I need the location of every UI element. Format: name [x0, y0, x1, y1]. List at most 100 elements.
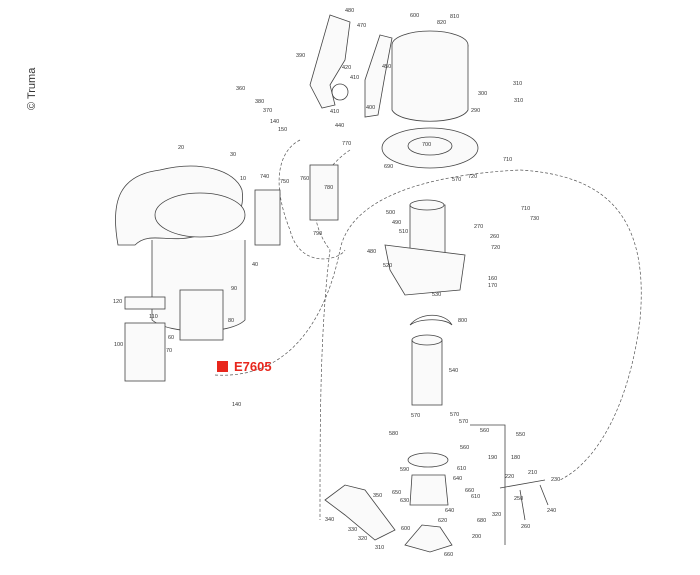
tube-540 [411, 339, 443, 406]
part-label: 350 [373, 493, 382, 499]
part-label: 170 [488, 283, 497, 289]
fan-wheel [331, 83, 349, 101]
part-label: 310 [375, 545, 384, 551]
part-label: 560 [480, 428, 489, 434]
burner-body [409, 474, 449, 506]
part-label: 20 [178, 145, 184, 151]
part-label: 540 [449, 368, 458, 374]
part-label: 410 [330, 109, 339, 115]
part-label: 420 [342, 65, 351, 71]
bracket-550 [470, 424, 506, 545]
part-label: 90 [231, 286, 237, 292]
part-label: 80 [228, 318, 234, 324]
part-label: 110 [149, 314, 158, 320]
burner-ring [407, 452, 449, 468]
cable-harness [499, 479, 549, 521]
part-label: 150 [278, 127, 287, 133]
exchanger-body [391, 45, 469, 122]
part-label: 500 [386, 210, 395, 216]
part-label: 640 [445, 508, 454, 514]
part-label: 770 [342, 141, 351, 147]
part-label: 10 [240, 176, 246, 182]
part-label: 810 [450, 14, 459, 20]
manifold [384, 244, 466, 296]
part-label: 750 [280, 179, 289, 185]
part-label: 140 [232, 402, 241, 408]
part-label: 480 [367, 249, 376, 255]
part-label: 490 [392, 220, 401, 226]
panel-740 [254, 189, 281, 246]
part-label: 710 [521, 206, 530, 212]
part-label: 190 [488, 455, 497, 461]
part-label: 820 [437, 20, 446, 26]
part-label: 700 [422, 142, 431, 148]
part-label: 200 [472, 534, 481, 540]
part-label: 620 [438, 518, 447, 524]
part-label: 760 [300, 176, 309, 182]
control-board [179, 289, 224, 341]
cable-path [278, 139, 346, 260]
fan-housing [309, 14, 351, 109]
part-label: 690 [384, 164, 393, 170]
part-label: 640 [453, 476, 462, 482]
part-label: 790 [313, 231, 322, 237]
part-label: 290 [471, 108, 480, 114]
exhaust-350 [324, 484, 396, 541]
part-label: 570 [459, 419, 468, 425]
part-label: 730 [530, 216, 539, 222]
part-label: 570 [411, 413, 420, 419]
part-label: 400 [366, 105, 375, 111]
base-620 [404, 524, 453, 553]
part-label: 300 [478, 91, 487, 97]
part-label: 260 [490, 234, 499, 240]
part-label: 800 [458, 318, 467, 324]
part-label: 630 [400, 498, 409, 504]
part-label: 340 [325, 517, 334, 523]
cover-120 [124, 296, 166, 310]
part-label: 450 [382, 64, 391, 70]
part-label: 600 [410, 13, 419, 19]
part-label: 610 [457, 466, 466, 472]
part-label: 180 [511, 455, 520, 461]
burner-plate [381, 127, 479, 169]
part-label: 710 [503, 157, 512, 163]
part-label: 60 [168, 335, 174, 341]
part-label: 140 [270, 119, 279, 125]
part-label: 380 [255, 99, 264, 105]
part-label: 590 [400, 467, 409, 473]
part-label: 720 [491, 245, 500, 251]
part-label: 680 [477, 518, 486, 524]
part-label: 740 [260, 174, 269, 180]
housing-top [154, 192, 246, 238]
part-label: 660 [444, 552, 453, 558]
part-label: 120 [113, 299, 122, 305]
part-label: 560 [460, 445, 469, 451]
part-label: 520 [383, 263, 392, 269]
part-label: 600 [401, 526, 410, 532]
panel-760 [309, 164, 339, 221]
part-label: 720 [468, 174, 477, 180]
part-label: 240 [547, 508, 556, 514]
burner-plate-inner [407, 136, 453, 156]
part-label: 570 [450, 412, 459, 418]
part-label: 250 [514, 496, 523, 502]
part-label: 210 [528, 470, 537, 476]
clamp-ring [409, 314, 453, 326]
part-label: 410 [350, 75, 359, 81]
part-label: 390 [296, 53, 305, 59]
part-label: 330 [348, 527, 357, 533]
part-label: 320 [358, 536, 367, 542]
part-label: 310 [514, 98, 523, 104]
filter-top [409, 199, 445, 211]
part-label: 70 [166, 348, 172, 354]
part-label: 370 [263, 108, 272, 114]
fan-cover [364, 34, 393, 118]
part-label: 470 [357, 23, 366, 29]
cable-path [214, 169, 642, 481]
part-label: 580 [389, 431, 398, 437]
part-label: 310 [513, 81, 522, 87]
part-label: 100 [114, 342, 123, 348]
part-label: 660 [465, 488, 474, 494]
